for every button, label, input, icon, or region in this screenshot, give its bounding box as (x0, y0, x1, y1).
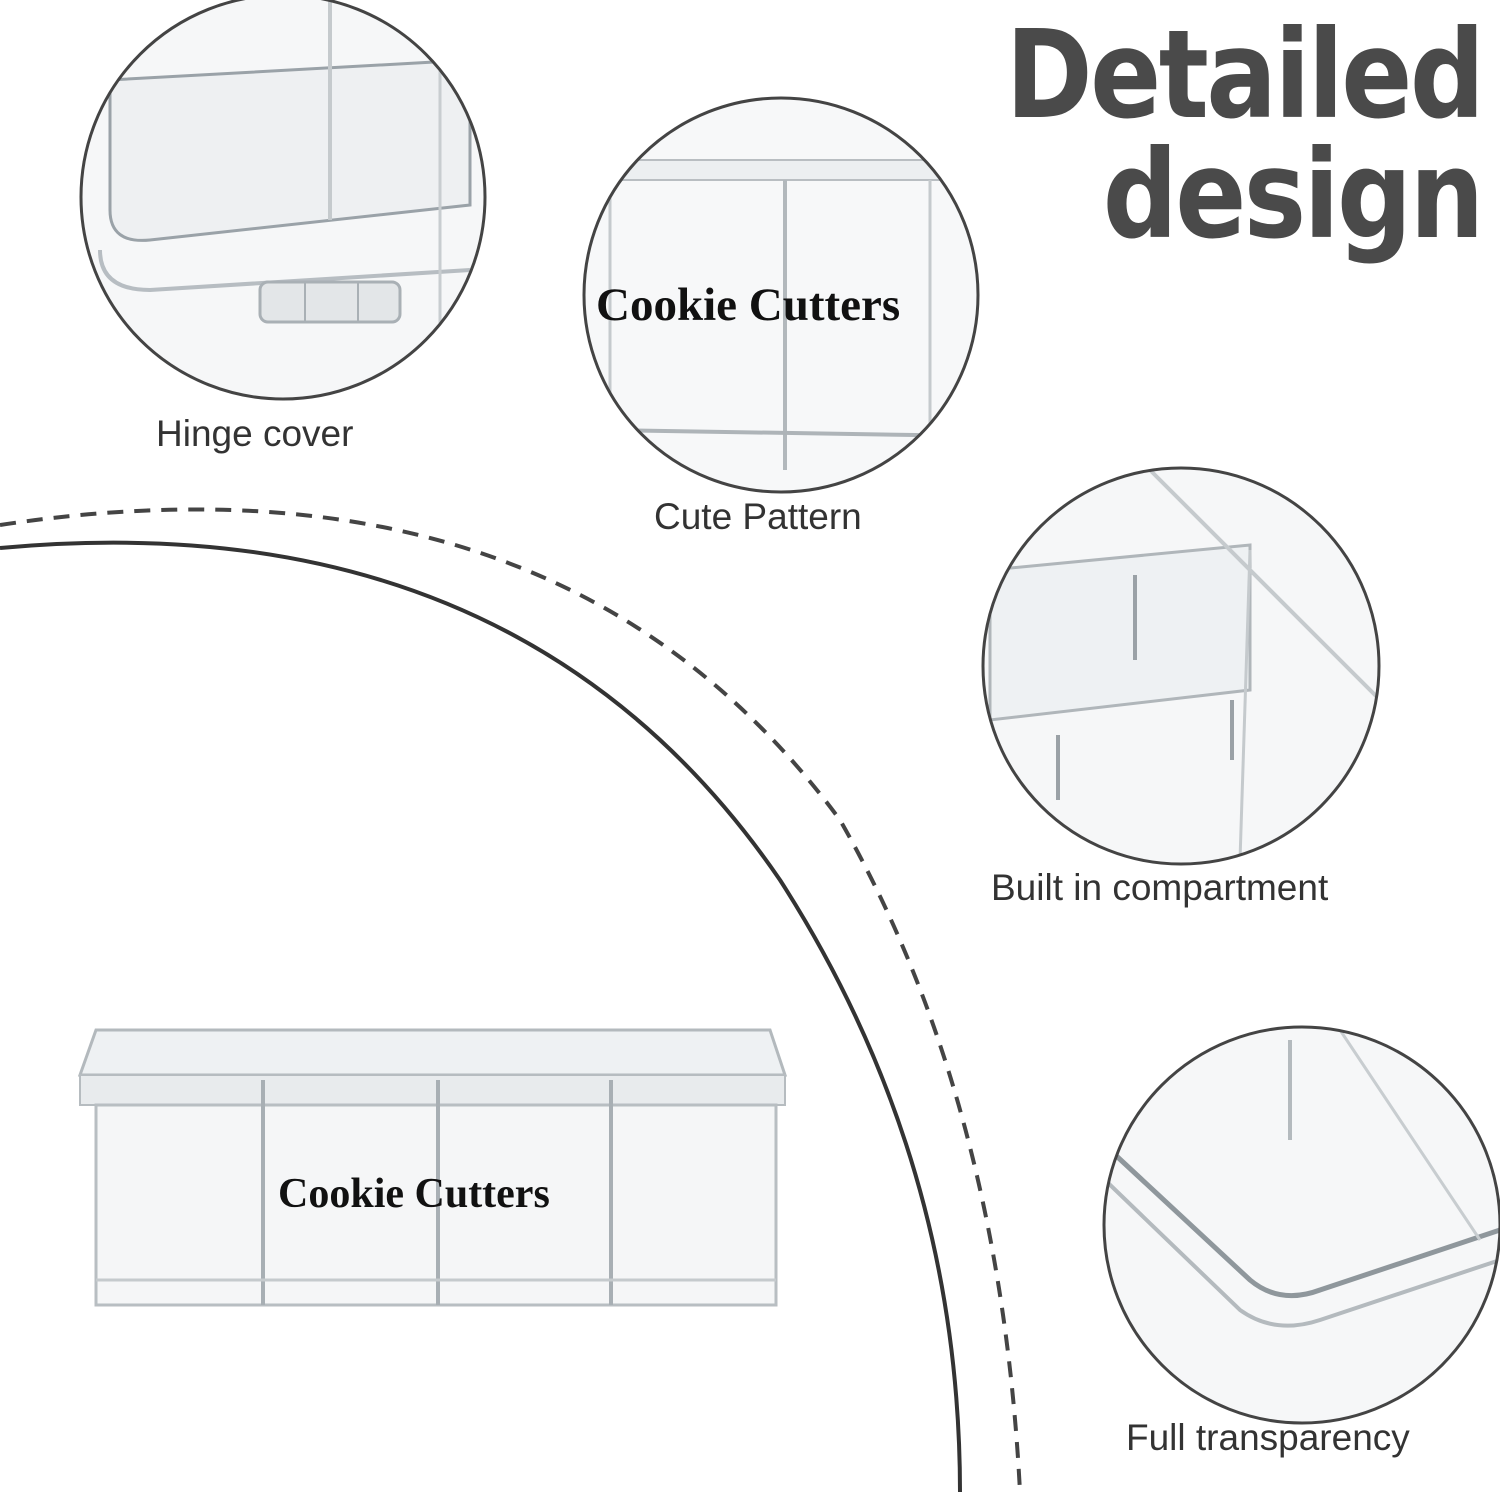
pattern-detail-frame (582, 96, 980, 494)
product-box-image (77, 1028, 788, 1307)
feature-caption-pattern: Cute Pattern (654, 496, 862, 537)
feature-caption-transparency: Full transparency (1126, 1417, 1410, 1458)
compartment-detail-frame (981, 466, 1381, 866)
transparency-detail-frame (1102, 1025, 1500, 1425)
box-label-main: Cookie Cutters (278, 1171, 550, 1217)
headline-line-2: design (1102, 124, 1485, 266)
headline-line-1: Detailed (1005, 4, 1484, 146)
compartment-detail-image (983, 468, 1379, 864)
feature-caption-compartment: Built in compartment (991, 867, 1329, 908)
hinge-detail-image (81, 0, 485, 399)
pattern-detail-image (584, 98, 978, 492)
feature-caption-hinge: Hinge cover (156, 413, 354, 454)
hinge-detail-frame (79, 0, 487, 401)
box-label-detail: Cookie Cutters (596, 279, 901, 331)
transparency-detail-image (1104, 1027, 1500, 1423)
solid-arc (0, 540, 962, 1492)
dashed-arc (0, 507, 1022, 1492)
